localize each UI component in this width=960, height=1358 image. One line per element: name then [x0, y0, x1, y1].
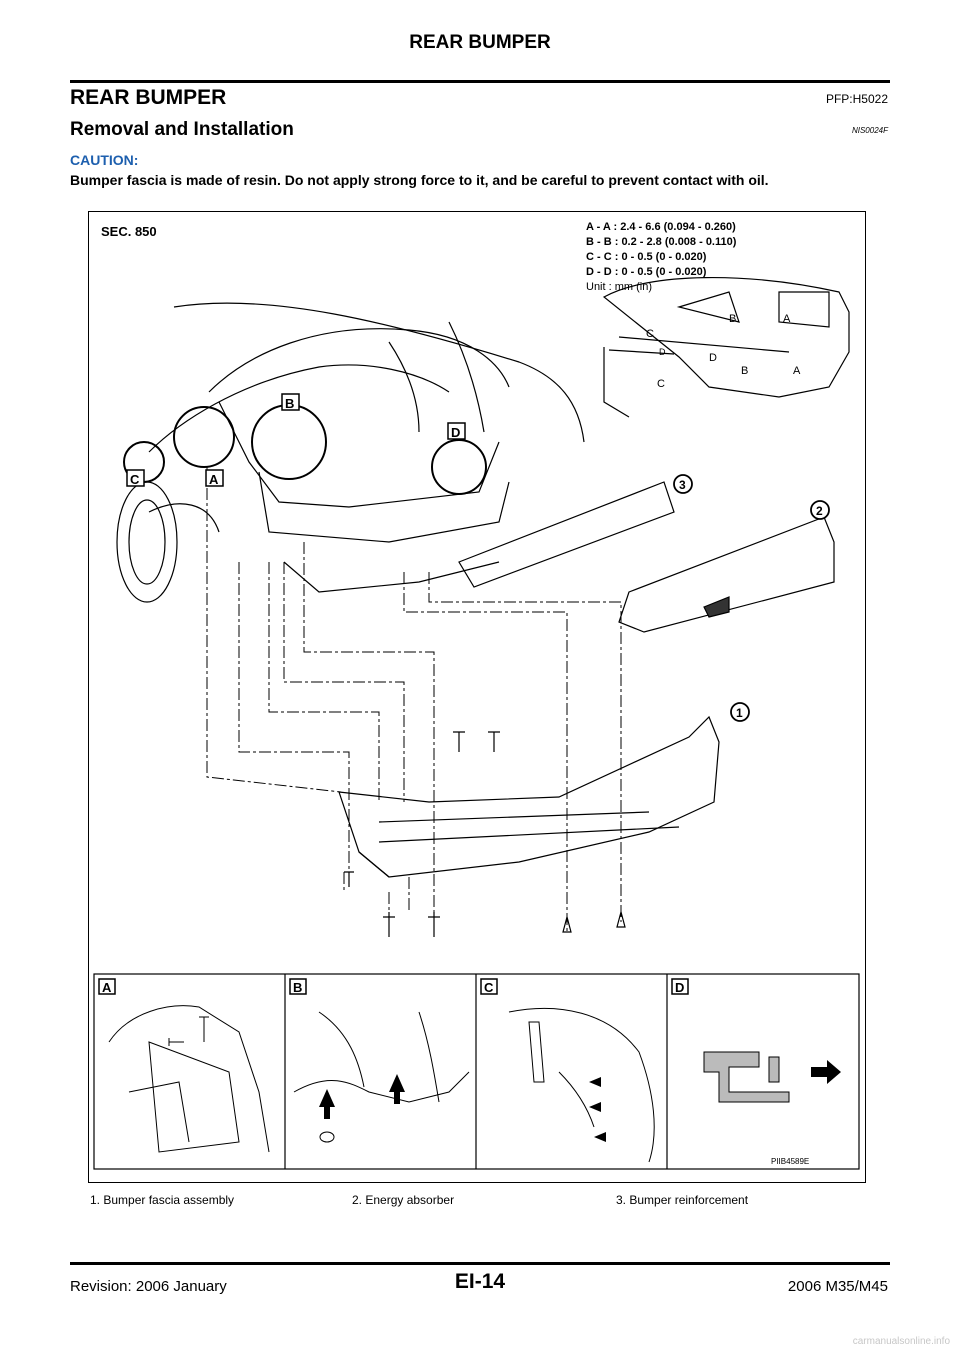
svg-text:B: B: [285, 396, 294, 411]
spec-unit: Unit : mm (in): [586, 281, 652, 293]
watermark[interactable]: carmanualsonline.info: [852, 1336, 950, 1347]
section-title: REAR BUMPER: [70, 86, 227, 109]
inset-label-b-top: B: [729, 313, 736, 325]
svg-text:2: 2: [816, 504, 823, 518]
spec-list: A - A : 2.4 - 6.6 (0.094 - 0.260) B - B …: [586, 221, 737, 293]
svg-text:3: 3: [679, 478, 686, 492]
caution-text: Bumper fascia is made of resin. Do not a…: [70, 172, 769, 188]
bumper-diagram: SEC. 850 A - A : 2.4 - 6.6 (0.094 - 0.26…: [93, 221, 860, 1170]
svg-text:D: D: [451, 425, 460, 440]
section-code: PFP:H5022: [825, 92, 888, 106]
legend-item-3: 3. Bumper reinforcement: [616, 1193, 749, 1207]
panel-b: B: [289, 978, 470, 1143]
svg-text:D: D: [675, 980, 684, 995]
spec-a: A - A : 2.4 - 6.6 (0.094 - 0.260): [586, 221, 736, 233]
sec-label: SEC. 850: [101, 224, 157, 239]
detail-marker-c: C: [126, 469, 145, 487]
inset-label-c-top: C: [646, 328, 654, 340]
callout-2: 2: [810, 500, 830, 520]
footer-rule: [70, 1262, 890, 1265]
figure-code: PIIB4589E: [771, 1157, 809, 1166]
caution-label: CAUTION:: [70, 152, 139, 168]
subsection-title: Removal and Installation: [70, 119, 294, 140]
detail-marker-b: B: [281, 393, 300, 411]
legend-item-2: 2. Energy absorber: [352, 1193, 455, 1207]
footer-revision: Revision: 2006 January: [70, 1278, 227, 1295]
detail-marker-d: D: [447, 422, 466, 440]
svg-text:1: 1: [736, 706, 743, 720]
inset-label-c-bottom: C: [657, 378, 665, 390]
inset-label-a-bottom: A: [793, 365, 801, 377]
spec-d: D - D : 0 - 0.5 (0 - 0.020): [586, 266, 707, 278]
svg-text:A: A: [102, 980, 112, 995]
footer-model: 2006 M35/M45: [787, 1278, 888, 1295]
panel-d: D PIIB4589E: [671, 978, 841, 1166]
subsection-code: NIS0024F: [851, 126, 888, 135]
svg-text:C: C: [130, 472, 140, 487]
panel-c: C: [480, 978, 655, 1163]
svg-text:A: A: [209, 472, 219, 487]
inset-labels: C D D C B B A A: [646, 313, 801, 390]
spec-b: B - B : 0.2 - 2.8 (0.008 - 0.110): [586, 236, 737, 248]
running-title: REAR BUMPER: [409, 32, 551, 53]
figure-frame: SEC. 850 A - A : 2.4 - 6.6 (0.094 - 0.26…: [88, 211, 866, 1183]
detail-marker-a: A: [205, 469, 224, 487]
callout-3: 3: [673, 474, 693, 494]
inset-label-d-small: D: [659, 347, 666, 357]
inset-label-a-top: A: [783, 313, 791, 325]
legend-item-1: 1. Bumper fascia assembly: [90, 1193, 235, 1207]
inset-label-b-bottom: B: [741, 365, 748, 377]
inset-label-d: D: [709, 352, 717, 364]
callout-1: 1: [730, 702, 750, 722]
header-rule: [70, 80, 890, 83]
panel-a: A: [98, 978, 270, 1153]
svg-text:B: B: [293, 980, 302, 995]
spec-c: C - C : 0 - 0.5 (0 - 0.020): [586, 251, 707, 263]
svg-text:C: C: [484, 980, 494, 995]
page-number: EI-14: [454, 1270, 506, 1293]
